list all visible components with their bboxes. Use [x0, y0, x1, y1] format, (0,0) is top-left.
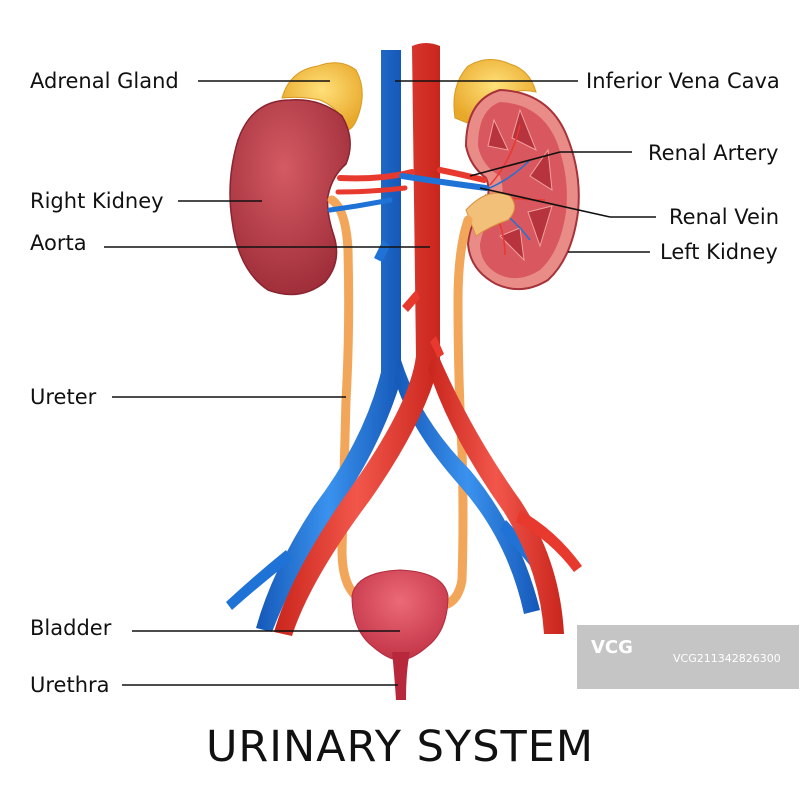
- label-renal-artery: Renal Artery: [648, 141, 779, 165]
- leader-lines: [104, 80, 656, 686]
- renal-vessels: [327, 167, 489, 213]
- renal-pyramids: [487, 108, 553, 262]
- watermark-id: VCG211342826300: [673, 652, 781, 665]
- watermark-logo: VCG: [591, 637, 633, 658]
- bladder: [351, 569, 449, 661]
- right-kidney: [229, 99, 351, 296]
- label-left-kidney: Left Kidney: [660, 240, 778, 264]
- label-right-kidney: Right Kidney: [30, 189, 164, 213]
- label-inferior-vena-cava: Inferior Vena Cava: [586, 69, 780, 93]
- renal-pelvis: [465, 192, 515, 237]
- label-urethra: Urethra: [30, 673, 110, 697]
- watermark: VCG VCG211342826300: [577, 625, 799, 689]
- ureter-right: [327, 195, 367, 605]
- label-renal-vein: Renal Vein: [669, 205, 780, 229]
- label-adrenal-gland: Adrenal Gland: [30, 69, 179, 93]
- aorta-vessel: [274, 43, 582, 636]
- label-aorta: Aorta: [30, 231, 87, 255]
- adrenal-gland-right: [281, 62, 363, 131]
- label-ureter: Ureter: [30, 385, 97, 409]
- diagram-title: URINARY SYSTEM: [205, 722, 595, 772]
- label-bladder: Bladder: [30, 616, 112, 640]
- urethra: [392, 652, 410, 700]
